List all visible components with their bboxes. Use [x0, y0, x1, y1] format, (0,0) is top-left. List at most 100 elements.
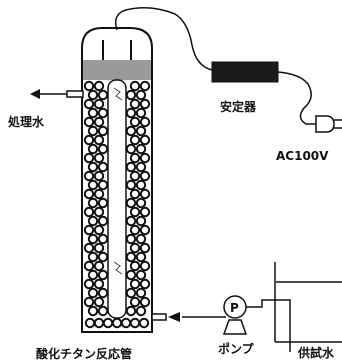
lamp-bottom-mark — [113, 261, 123, 275]
tio2-bead — [93, 260, 105, 272]
tio2-bead — [139, 170, 151, 182]
tio2-bead — [125, 305, 137, 317]
tio2-bead — [84, 317, 96, 329]
tio2-bead — [125, 269, 137, 281]
tio2-bead — [135, 215, 147, 227]
tio2-bead — [125, 215, 137, 227]
outlet-nozzle — [66, 90, 84, 98]
tio2-bead — [83, 278, 95, 290]
tio2-bead — [97, 89, 109, 101]
tio2-bead — [135, 305, 147, 317]
reactor-inlet — [151, 312, 226, 322]
tio2-bead — [139, 80, 151, 92]
tio2-bead — [97, 251, 109, 263]
power-plug-icon — [315, 115, 342, 133]
tio2-bead — [93, 317, 105, 329]
tio2-bead — [87, 197, 99, 209]
tio2-bead — [97, 143, 109, 155]
tio2-bead — [93, 98, 105, 110]
tio2-bead — [139, 152, 151, 164]
treated-water-label: 処理水 — [7, 114, 45, 129]
tio2-bead — [83, 242, 95, 254]
lamp-power-cable — [114, 7, 213, 71]
tio2-bead — [111, 317, 123, 329]
tio2-bead — [129, 296, 141, 308]
tio2-bead — [93, 152, 105, 164]
pump-symbol: P — [230, 301, 239, 315]
tio2-bead — [97, 107, 109, 119]
tio2-bead — [125, 251, 137, 263]
tio2-bead — [87, 143, 99, 155]
tio2-bead — [125, 89, 137, 101]
tio2-bead — [135, 269, 147, 281]
outlet-arrow-head — [30, 89, 40, 99]
tio2-bead — [93, 206, 105, 218]
tio2-bead — [87, 305, 99, 317]
tio2-bead — [83, 296, 95, 308]
tio2-bead — [93, 116, 105, 128]
tio2-bead — [135, 197, 147, 209]
tio2-bead — [97, 179, 109, 191]
tio2-bead — [135, 143, 147, 155]
treated-water-outlet — [30, 89, 84, 99]
tio2-bead — [83, 224, 95, 236]
tio2-bead — [138, 317, 150, 329]
tio2-bead — [93, 242, 105, 254]
tio2-bead — [87, 233, 99, 245]
tio2-bead — [83, 170, 95, 182]
tio2-bead — [135, 251, 147, 263]
power-label: AC100V — [276, 149, 329, 163]
tio2-bead — [87, 89, 99, 101]
tio2-bead — [97, 305, 109, 317]
tio2-beads-bottom — [84, 317, 150, 329]
plug-cable — [277, 71, 316, 125]
tio2-bead — [97, 215, 109, 227]
tio2-bead — [120, 317, 132, 329]
tio2-bead — [87, 125, 99, 137]
tio2-bead — [93, 170, 105, 182]
tio2-bead — [102, 317, 114, 329]
tio2-bead — [87, 269, 99, 281]
tio2-bead — [139, 260, 151, 272]
tio2-bead — [139, 116, 151, 128]
feed-pipe — [246, 299, 291, 352]
tio2-bead — [139, 224, 151, 236]
reactor-label: 酸化チタン反応管 — [36, 346, 132, 361]
inlet-arrow-head — [168, 312, 180, 322]
tio2-bead — [97, 161, 109, 173]
tio2-bead — [139, 278, 151, 290]
tio2-bead — [129, 206, 141, 218]
tio2-bead — [125, 197, 137, 209]
pump-icon: P — [222, 295, 248, 335]
tio2-bead — [125, 161, 137, 173]
tio2-bead — [135, 233, 147, 245]
ballast-label: 安定器 — [220, 99, 257, 114]
tio2-bead — [83, 260, 95, 272]
tio2-bead — [87, 251, 99, 263]
tio2-bead — [139, 98, 151, 110]
tio2-bead — [129, 188, 141, 200]
tio2-bead — [93, 224, 105, 236]
tio2-bead — [93, 278, 105, 290]
tio2-bead — [135, 161, 147, 173]
tio2-bead — [97, 233, 109, 245]
tio2-bead — [135, 125, 147, 137]
tio2-bead — [135, 287, 147, 299]
titanium-oxide-reactor-tube — [81, 27, 153, 333]
tio2-bead — [125, 107, 137, 119]
tio2-bead — [129, 98, 141, 110]
tio2-bead — [93, 296, 105, 308]
tio2-bead — [87, 215, 99, 227]
pump-label: ポンプ — [218, 341, 255, 356]
tio2-bead — [97, 287, 109, 299]
tio2-bead — [135, 107, 147, 119]
feed-water-tank — [274, 262, 342, 343]
tio2-bead — [83, 80, 95, 92]
tio2-bead — [125, 143, 137, 155]
tio2-bead — [135, 179, 147, 191]
tio2-bead — [129, 242, 141, 254]
reactor-cap-band — [83, 60, 151, 80]
feed-water-label: 供試水 — [297, 345, 335, 360]
tio2-beads-right — [125, 80, 151, 317]
